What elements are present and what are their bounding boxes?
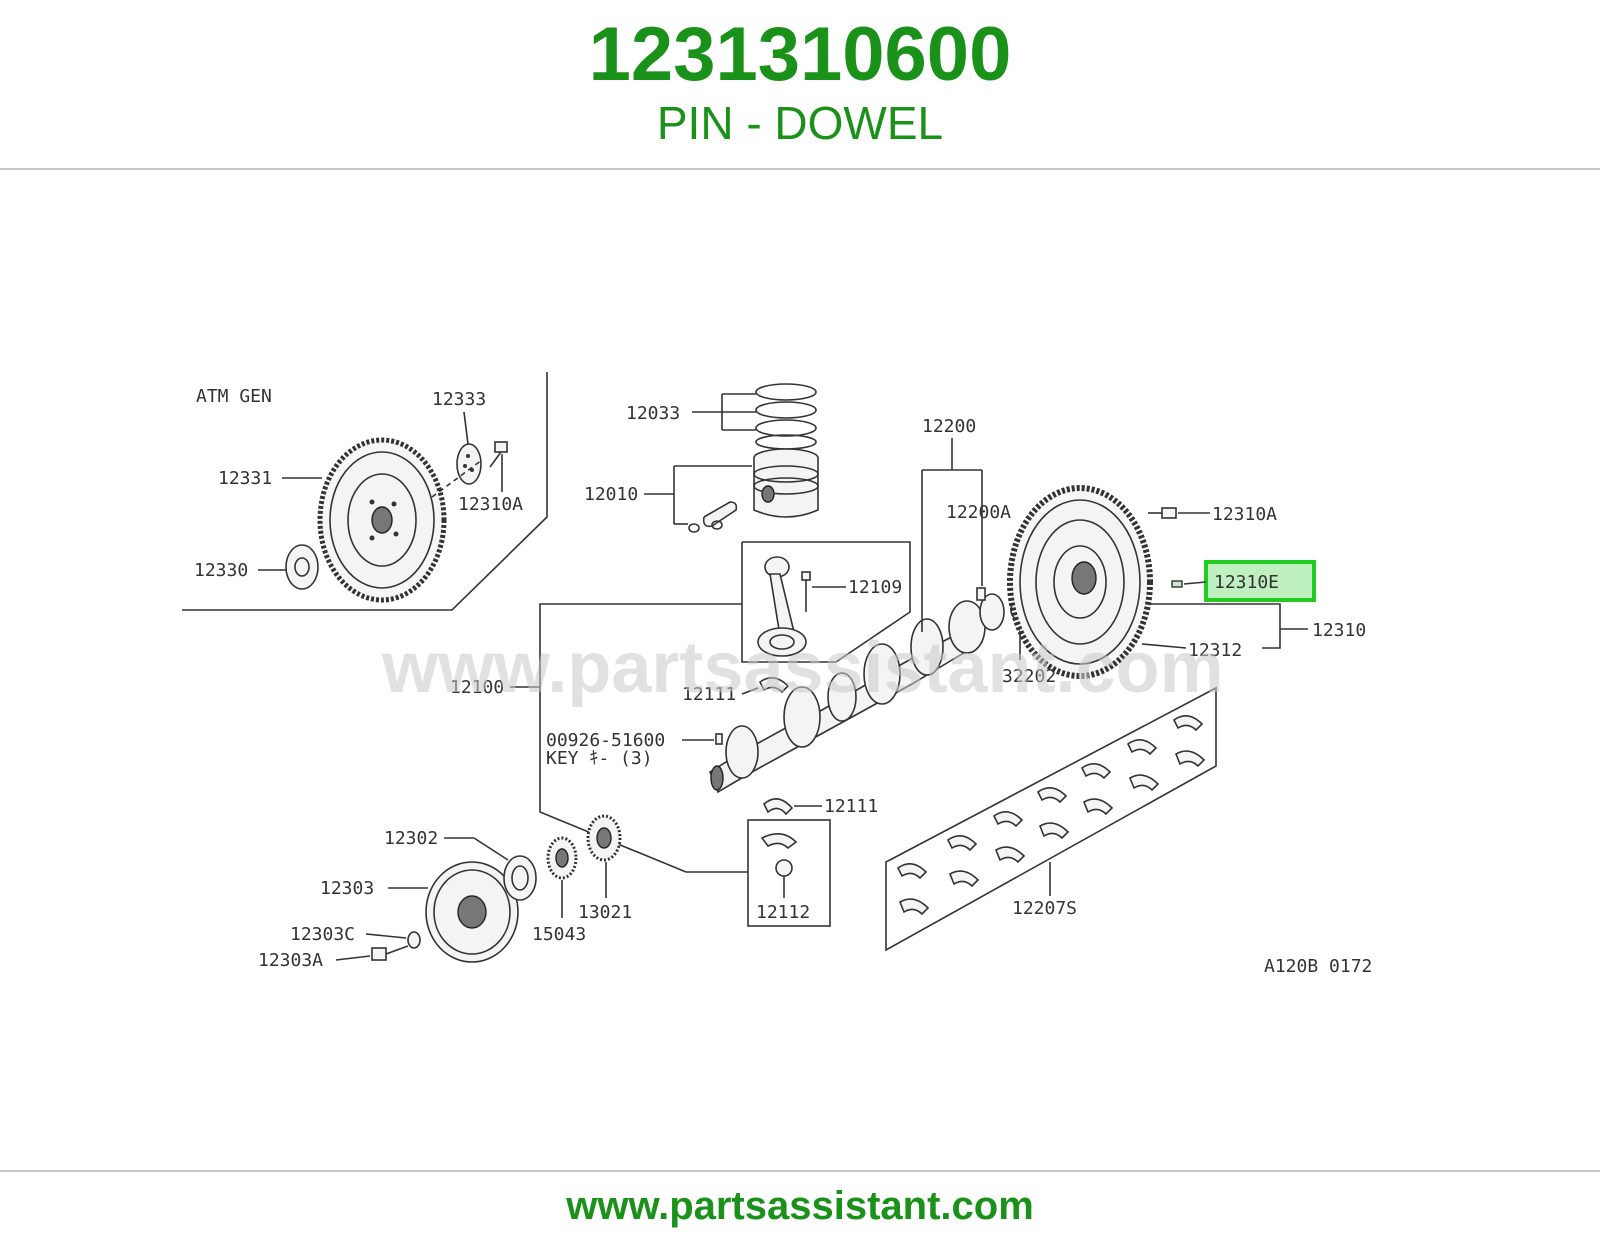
label-12333[interactable]: 12333 [432, 389, 486, 410]
bearing-set-panel [885, 686, 1217, 952]
washer-12303c[interactable] [407, 931, 421, 949]
label-15043[interactable]: 15043 [532, 924, 586, 945]
label-12310a-inset[interactable]: 12310A [458, 494, 523, 515]
crankshaft-12200[interactable] [709, 593, 1005, 794]
leader-12111-top [741, 687, 759, 695]
bracket-12100 [539, 603, 748, 873]
rod-bolt-12109[interactable] [801, 571, 811, 612]
inset-border [182, 372, 548, 611]
label-12310e[interactable]: 12310E [1214, 572, 1279, 593]
label-12111-bottom[interactable]: 12111 [824, 796, 878, 817]
plate-12330[interactable] [285, 544, 319, 590]
key-00926-51600[interactable] [715, 733, 723, 745]
label-12310a[interactable]: 12310A [1212, 504, 1277, 525]
leader-12333 [463, 411, 469, 445]
label-32202[interactable]: 32202 [1002, 666, 1056, 687]
label-00926-51600[interactable]: 00926-51600 [546, 730, 665, 751]
label-12112[interactable]: 12112 [756, 902, 810, 923]
label-12302[interactable]: 12302 [384, 828, 438, 849]
label-key[interactable]: KEY ｷ- (3) [546, 748, 653, 769]
sprocket-13021[interactable] [586, 814, 622, 862]
flywheel-12331[interactable] [317, 437, 447, 603]
page-header: 1231310600 PIN - DOWEL [0, 0, 1600, 168]
dowel-pin-12310e[interactable] [1171, 580, 1183, 588]
flywheel-12310[interactable] [1007, 485, 1153, 679]
inset-title: ATM GEN [196, 386, 272, 407]
bearing-12111-top[interactable] [758, 677, 790, 694]
connecting-rod[interactable] [757, 556, 807, 657]
leader-12302-b [473, 837, 509, 861]
oil-seal-12302[interactable] [503, 855, 537, 901]
label-12330[interactable]: 12330 [194, 560, 248, 581]
label-12200[interactable]: 12200 [922, 416, 976, 437]
bolt-12310a[interactable] [1148, 507, 1177, 519]
leader-dash-inset [431, 459, 483, 498]
label-12010[interactable]: 12010 [584, 484, 638, 505]
leader-12310e [1183, 581, 1207, 585]
label-12303c[interactable]: 12303C [290, 924, 355, 945]
footer-divider [0, 1170, 1600, 1172]
figure-code: A120B 0172 [1264, 956, 1372, 977]
pilot-bushing-12200a[interactable] [976, 587, 986, 601]
leader-12303a [335, 955, 371, 961]
part-number-title: 1231310600 [588, 12, 1012, 97]
header-divider [0, 168, 1600, 170]
bearing-12111-bottom[interactable] [763, 798, 794, 816]
sprocket-15043[interactable] [546, 836, 578, 880]
label-12312[interactable]: 12312 [1188, 640, 1242, 661]
bearing-box-12112 [747, 819, 831, 927]
label-12331[interactable]: 12331 [218, 468, 272, 489]
parts-diagram: ATM GEN 12333 12331 [182, 342, 1418, 1014]
label-12200a[interactable]: 12200A [946, 502, 1011, 523]
label-12207s[interactable]: 12207S [1012, 898, 1077, 919]
leader-12312 [1141, 643, 1187, 649]
label-12111-top[interactable]: 12111 [682, 684, 736, 705]
crank-pulley-12303[interactable] [425, 861, 519, 963]
label-12033[interactable]: 12033 [626, 403, 680, 424]
label-13021[interactable]: 13021 [578, 902, 632, 923]
label-12100[interactable]: 12100 [450, 677, 504, 698]
bolt-12310a-inset[interactable] [489, 441, 508, 468]
parts-diagram-svg: ATM GEN 12333 12331 [182, 342, 1418, 1014]
watermark-text: www.partsassistant.com [381, 628, 1224, 708]
leader-12303c [365, 933, 407, 939]
bolt-12303a[interactable] [371, 945, 409, 961]
label-12303[interactable]: 12303 [320, 878, 374, 899]
label-12310[interactable]: 12310 [1312, 620, 1366, 641]
footer-url-link[interactable]: www.partsassistant.com [566, 1184, 1034, 1228]
conrod-box [741, 541, 911, 663]
piston-12010[interactable] [753, 448, 819, 518]
label-12109[interactable]: 12109 [848, 577, 902, 598]
bracket-12310 [1150, 603, 1281, 649]
label-12303a[interactable]: 12303A [258, 950, 323, 971]
highlight-box-12310e[interactable] [1204, 560, 1316, 602]
part-name-subtitle: PIN - DOWEL [656, 97, 944, 149]
bearing-set-12207s[interactable] [896, 715, 1206, 916]
piston-pin[interactable] [688, 501, 738, 533]
